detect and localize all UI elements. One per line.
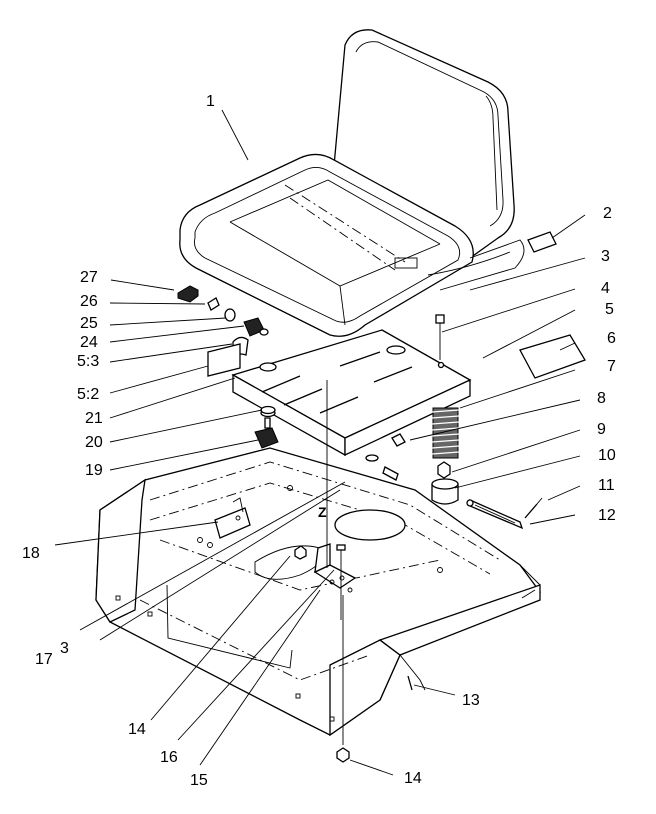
- callout-27: 27: [80, 269, 98, 286]
- label-5-2: [207, 343, 241, 377]
- pin-11: [466, 499, 524, 530]
- callout-24: 24: [80, 334, 98, 351]
- leader-lines: [54, 109, 586, 776]
- label-6: [519, 334, 586, 379]
- seat: [179, 29, 525, 337]
- callout-18: 18: [22, 545, 40, 562]
- callout-19: 19: [85, 462, 103, 479]
- axis-z-mark: Z: [318, 504, 327, 520]
- label-2: [527, 231, 557, 253]
- callout-16: 16: [160, 749, 178, 766]
- washer-26: [207, 297, 220, 311]
- callout-15: 15: [190, 772, 208, 789]
- nut-14: [336, 747, 350, 763]
- callout-3-top: 3: [601, 248, 610, 265]
- callout-20: 20: [85, 434, 103, 451]
- bolt-16: [336, 544, 346, 620]
- clip-12: [524, 497, 543, 519]
- callout-9: 9: [597, 421, 606, 438]
- washer-25: [224, 308, 236, 322]
- callout-5: 5: [605, 301, 614, 318]
- callout-8: 8: [597, 390, 606, 407]
- callout-12: 12: [598, 507, 616, 524]
- bracket-18: [214, 507, 251, 539]
- callout-17: 17: [35, 651, 53, 668]
- callout-11: 11: [598, 477, 615, 494]
- callout-25: 25: [80, 315, 98, 332]
- callout-1: 1: [206, 93, 215, 110]
- callout-5-2: 5:2: [77, 386, 99, 403]
- callout-13: 13: [462, 692, 480, 709]
- bushing-24: [243, 317, 269, 337]
- callout-6: 6: [607, 330, 616, 347]
- callout-7: 7: [607, 358, 616, 375]
- screw-13: [407, 675, 413, 691]
- callout-26: 26: [80, 293, 98, 310]
- nut-9: [437, 461, 451, 479]
- callout-14-bottom: 14: [404, 770, 422, 787]
- knob-19: [254, 417, 279, 449]
- callout-14: 14: [128, 721, 146, 738]
- bumper-10: [431, 478, 459, 505]
- seat-plate: [231, 329, 472, 457]
- callout-2: 2: [603, 205, 612, 222]
- callout-10: 10: [598, 447, 616, 464]
- callout-5-3: 5:3: [77, 353, 99, 370]
- washer-20: [260, 405, 276, 415]
- base-pan: [95, 447, 541, 737]
- knob-27: [177, 285, 199, 303]
- bolt-4: [435, 314, 445, 360]
- callout-21: 21: [85, 410, 103, 427]
- callout-4: 4: [601, 280, 610, 297]
- callout-3-bottom: 3: [60, 640, 69, 657]
- spring-8: [431, 407, 460, 459]
